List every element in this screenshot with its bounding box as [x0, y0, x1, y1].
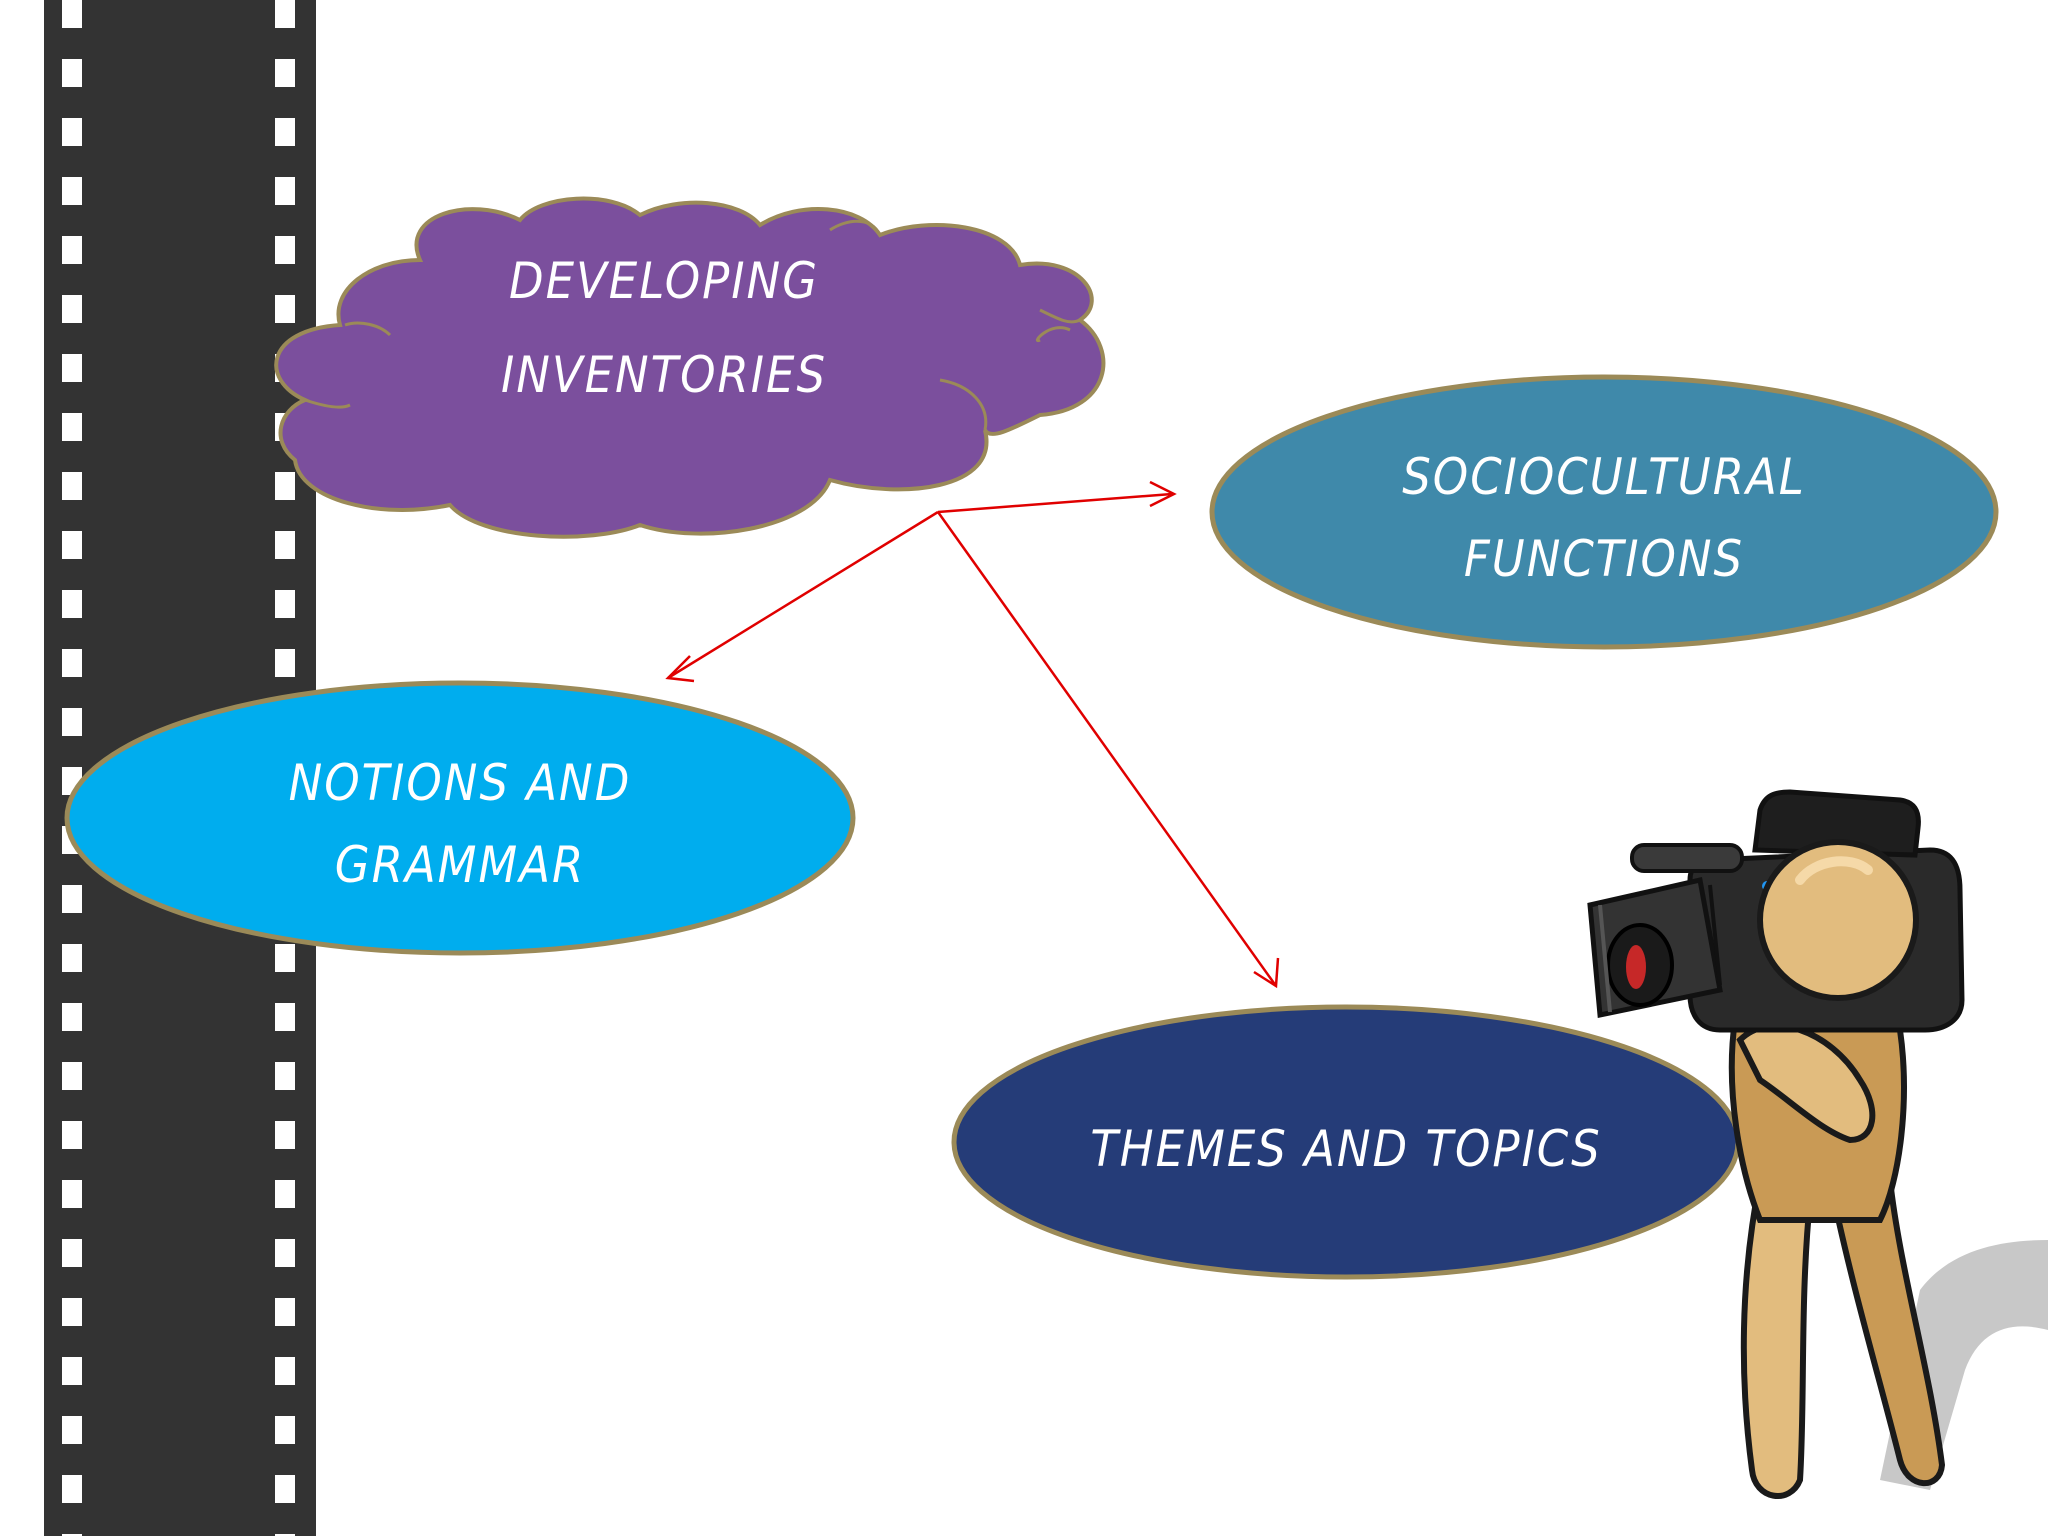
- film-hole-right: [275, 59, 295, 87]
- center-label-line2: INVENTORIES: [501, 346, 827, 404]
- film-hole-left: [62, 1180, 82, 1208]
- film-hole-left: [62, 236, 82, 264]
- film-hole-left: [62, 590, 82, 618]
- arrow-to-themes: [936, 511, 1278, 987]
- film-hole-right: [275, 1416, 295, 1444]
- film-hole-left: [62, 59, 82, 87]
- cameraman-figure: [1587, 789, 2048, 1499]
- film-hole-right: [275, 1357, 295, 1385]
- arrow-to-notions: [667, 510, 939, 680]
- film-hole-left: [62, 1298, 82, 1326]
- film-hole-right: [275, 1062, 295, 1090]
- cloud-developing-inventories: DEVELOPING INVENTORIES: [274, 196, 1106, 539]
- arrowhead-themes: [1253, 957, 1280, 989]
- arrowhead-sociocultural: [1149, 480, 1177, 508]
- film-hole-left: [62, 1239, 82, 1267]
- film-hole-right: [275, 236, 295, 264]
- node-sociocultural-functions: SOCIOCULTURAL FUNCTIONS: [1209, 374, 1999, 650]
- film-hole-right: [275, 1298, 295, 1326]
- film-hole-right: [275, 590, 295, 618]
- film-hole-left: [62, 354, 82, 382]
- connector-arrows: [665, 480, 1280, 989]
- film-hole-left: [62, 413, 82, 441]
- node-themes-and-topics: THEMES AND TOPICS: [951, 1004, 1741, 1280]
- film-hole-left: [62, 295, 82, 323]
- notions-label-line2: GRAMMAR: [335, 836, 586, 894]
- film-hole-right: [275, 1534, 295, 1536]
- arrow-to-sociocultural: [937, 492, 1173, 514]
- film-hole-right: [275, 1121, 295, 1149]
- film-hole-left: [62, 1534, 82, 1536]
- film-hole-right: [275, 118, 295, 146]
- film-hole-left: [62, 708, 82, 736]
- film-hole-right: [275, 1475, 295, 1503]
- arrowhead-notions: [665, 655, 695, 683]
- sociocultural-label-line1: SOCIOCULTURAL: [1402, 448, 1806, 506]
- notions-label-line1: NOTIONS AND: [289, 754, 632, 812]
- film-hole-left: [62, 1003, 82, 1031]
- sociocultural-label-line2: FUNCTIONS: [1464, 530, 1744, 588]
- film-hole-left: [62, 1475, 82, 1503]
- film-hole-left: [62, 177, 82, 205]
- film-hole-right: [275, 472, 295, 500]
- film-hole-left: [62, 885, 82, 913]
- film-hole-left: [62, 472, 82, 500]
- film-hole-left: [62, 1416, 82, 1444]
- themes-label-line1: THEMES AND TOPICS: [1090, 1120, 1601, 1178]
- film-hole-right: [275, 295, 295, 323]
- film-hole-right: [275, 649, 295, 677]
- film-hole-right: [275, 1239, 295, 1267]
- film-hole-right: [275, 1003, 295, 1031]
- film-hole-left: [62, 1062, 82, 1090]
- center-label-line1: DEVELOPING: [509, 252, 819, 310]
- film-hole-left: [62, 118, 82, 146]
- film-hole-left: [62, 1357, 82, 1385]
- film-hole-right: [275, 944, 295, 972]
- node-notions-and-grammar: NOTIONS AND GRAMMAR: [64, 680, 856, 956]
- film-hole-left: [62, 944, 82, 972]
- film-hole-left: [62, 0, 82, 28]
- film-hole-left: [62, 649, 82, 677]
- film-hole-right: [275, 177, 295, 205]
- film-hole-right: [275, 0, 295, 28]
- film-hole-right: [275, 1180, 295, 1208]
- film-hole-left: [62, 1121, 82, 1149]
- film-hole-left: [62, 531, 82, 559]
- film-hole-right: [275, 531, 295, 559]
